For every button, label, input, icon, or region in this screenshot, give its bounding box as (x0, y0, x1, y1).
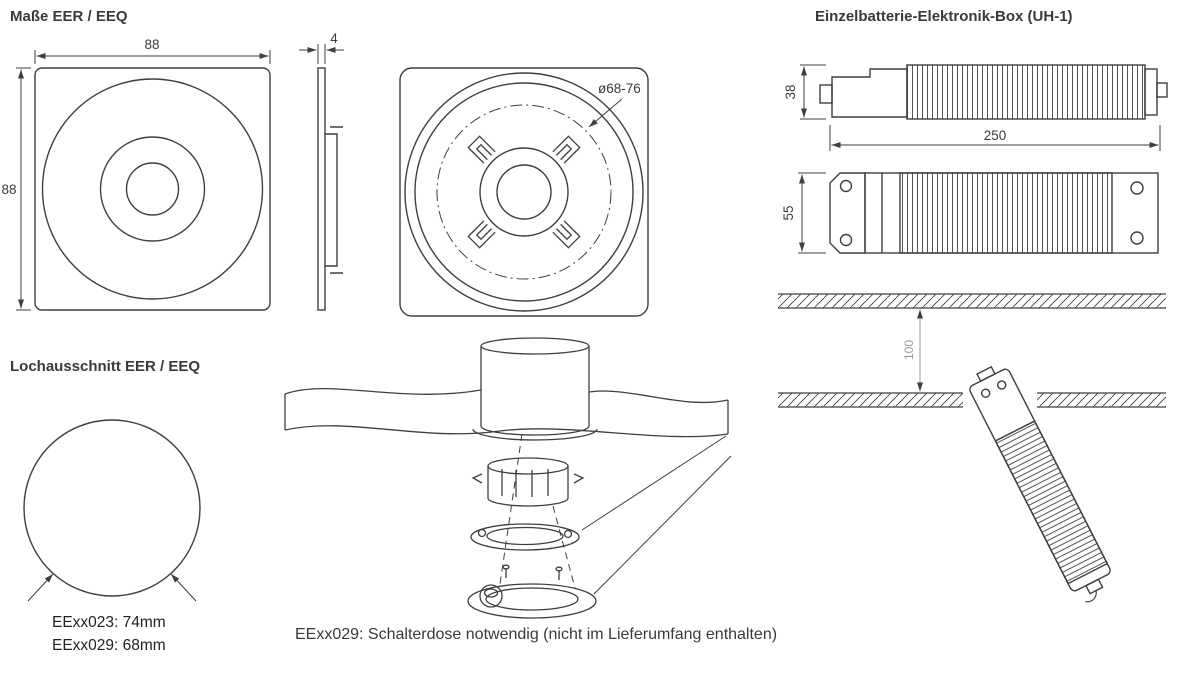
front-and-side-view-drawing: 88 88 4 (1, 31, 344, 311)
box-side-view (819, 64, 1168, 120)
luminaire-side-view (317, 67, 343, 311)
cutout-circle (23, 419, 201, 597)
trim-ring-with-sensor (467, 583, 597, 619)
mount-circle-leader-line (588, 98, 623, 128)
luminaire-rear-view (399, 67, 649, 317)
dim-box-height: 38 (783, 84, 798, 99)
ceiling-installation-drawing: 100 (778, 293, 1166, 603)
inserted-electronics-box (969, 365, 1111, 603)
exploded-assembly-drawing (284, 337, 732, 619)
electronics-box-views-drawing: 38 250 55 (781, 64, 1168, 254)
cutout-label-eexx029: EExx029: 68mm (52, 637, 166, 654)
spring-clips (467, 135, 581, 249)
heading-cutout: Lochausschnitt EER / EEQ (10, 358, 201, 375)
dim-front-width: 88 (144, 37, 159, 52)
dim-ceiling-clearance: 100 (902, 340, 916, 360)
cutout-label-eexx023: EExx023: 74mm (52, 614, 166, 631)
luminaire-front-view (34, 67, 271, 311)
dim-mount-circle: ø68-76 (598, 81, 641, 96)
dimension-lines (16, 44, 344, 311)
dimension-lines (798, 64, 1161, 254)
note-text: EExx029: Schalterdose notwendig (nicht i… (295, 626, 778, 643)
fixing-screws (502, 564, 563, 580)
box-top-view (829, 172, 1159, 254)
dim-box-width: 55 (781, 205, 796, 220)
assembly-guide-lines (499, 433, 732, 595)
sensor-housing (471, 457, 585, 507)
install-can (480, 337, 590, 436)
hole-cutout-drawing (23, 419, 201, 602)
heading-electronics-box: Einzelbatterie-Elektronik-Box (UH-1) (815, 8, 1073, 25)
heading-dimensions: Maße EER / EEQ (10, 8, 128, 25)
dim-front-height: 88 (1, 182, 16, 197)
dim-side-depth: 4 (330, 31, 338, 46)
cutout-diameter-labels: EExx023: 74mm EExx029: 68mm (52, 611, 166, 657)
cutout-diameter-arrows (27, 573, 197, 602)
dim-box-length: 250 (984, 128, 1007, 143)
mounting-ring (470, 523, 580, 551)
rear-view-drawing: ø68-76 (399, 67, 649, 317)
ceiling-cutaway-sheet (284, 387, 729, 441)
ceiling-sections (778, 293, 1166, 408)
